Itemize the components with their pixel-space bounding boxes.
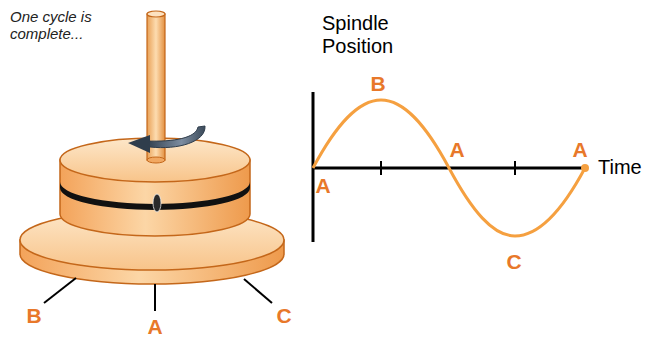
terminal-letter: A bbox=[147, 315, 162, 339]
graph-point-letter: B bbox=[370, 72, 385, 96]
axis-title: Spindle Position bbox=[322, 12, 412, 58]
axis-label: Time bbox=[598, 156, 642, 179]
graph-point-letter: A bbox=[315, 174, 330, 198]
graph-axes bbox=[313, 92, 588, 242]
graph-point-letter: A bbox=[572, 138, 587, 162]
graph-point-letter: C bbox=[506, 250, 521, 274]
leader-lines bbox=[44, 278, 272, 311]
terminal-letter: C bbox=[276, 304, 291, 328]
rotation-arrow bbox=[128, 126, 205, 153]
end-dot bbox=[581, 164, 589, 172]
graph-point-letter: A bbox=[449, 138, 464, 162]
caption-note: One cycle is complete... bbox=[10, 8, 122, 43]
sine-wave bbox=[313, 100, 585, 236]
terminal-letter: B bbox=[26, 304, 41, 328]
